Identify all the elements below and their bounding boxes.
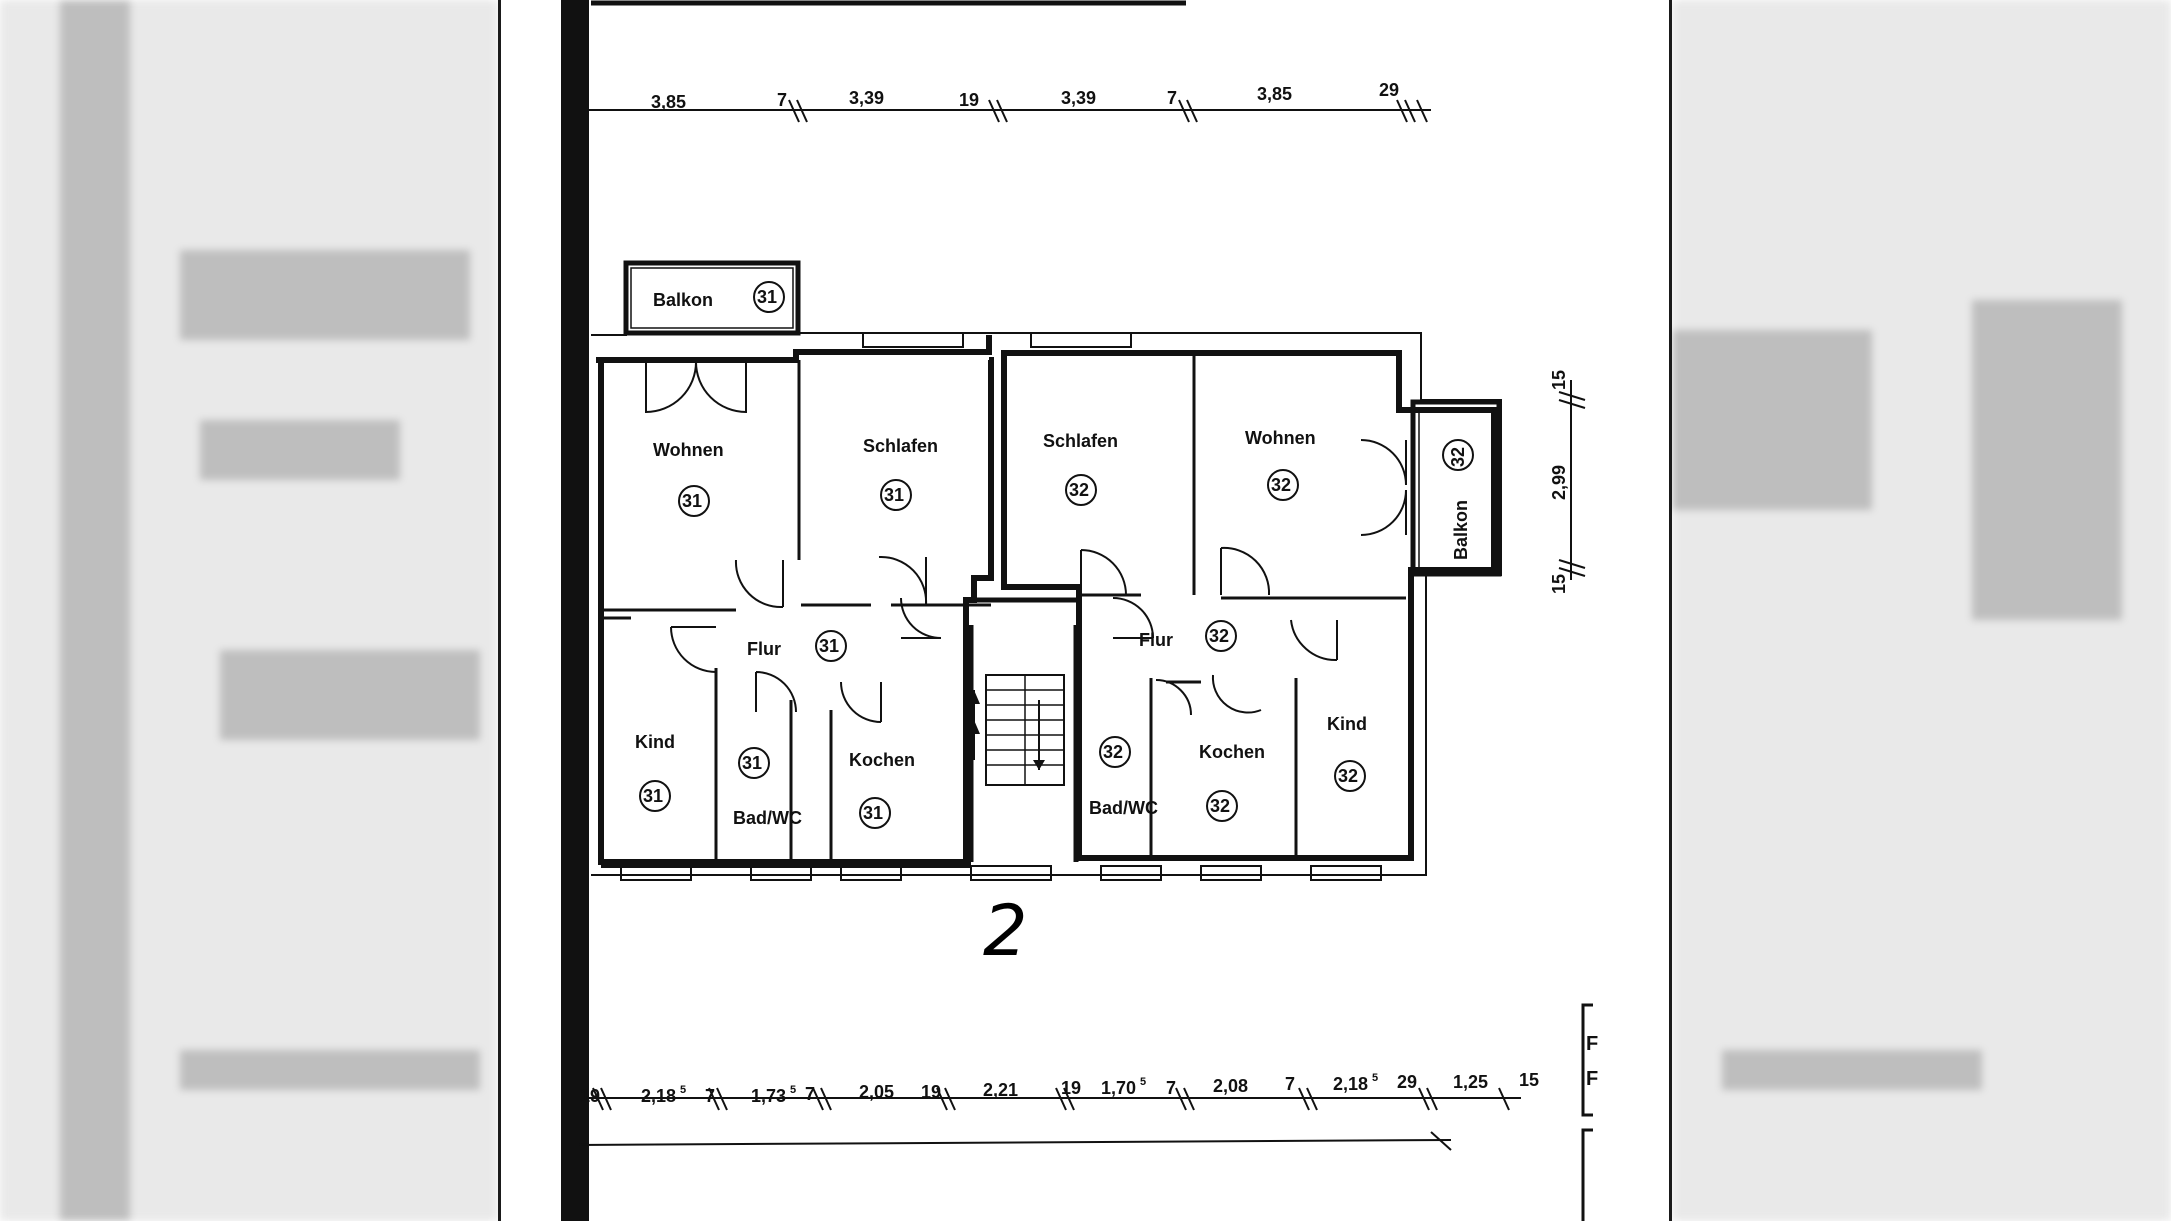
unit-number: 31: [757, 287, 777, 307]
dim-top-4: 19: [959, 90, 979, 110]
dim-bottom-6: 2,05: [859, 1082, 894, 1102]
room-label-flur-31: Flur: [747, 639, 781, 659]
unit-number: 31: [742, 753, 762, 773]
dim-bottom-3: 7: [705, 1086, 715, 1106]
dim-bottom-14: 2,18: [1333, 1074, 1368, 1094]
unit-number: 32: [1448, 447, 1468, 467]
unit-number: 32: [1209, 626, 1229, 646]
dim-bottom-2-sup: 5: [680, 1084, 686, 1096]
dim-bottom-15: 29: [1397, 1072, 1417, 1092]
room-labels: Balkon Wohnen Schlafen Flur Kind Bad/WC …: [635, 290, 1471, 828]
fragment-letter: F: [1586, 1068, 1598, 1090]
dim-bottom-2: 2,18: [641, 1086, 676, 1106]
blurred-background-left: [0, 0, 498, 1221]
dim-side-2: 2,99: [1549, 465, 1569, 500]
room-label-wohnen-31: Wohnen: [653, 440, 724, 460]
room-label-kind-31: Kind: [635, 732, 675, 752]
unit-number: 32: [1338, 766, 1358, 786]
dim-bottom-1: 19: [580, 1086, 600, 1106]
room-label-flur-32: Flur: [1139, 630, 1173, 650]
floor-plan-page: 3,85 7 3,39 19 3,39 7 3,85 29 15 2,99 15: [498, 0, 1672, 1221]
unit-number: 31: [682, 491, 702, 511]
dim-bottom-11: 7: [1166, 1078, 1176, 1098]
unit-marker: [1205, 620, 1237, 652]
dim-top-8: 29: [1379, 80, 1399, 100]
dim-top-1: 3,85: [651, 92, 686, 112]
dim-bottom-12: 2,08: [1213, 1076, 1248, 1096]
unit-marker: [1206, 790, 1238, 822]
unit-marker: [859, 797, 891, 829]
unit-number: 31: [819, 636, 839, 656]
unit-marker: [678, 485, 710, 517]
unit-marker: [1099, 736, 1131, 768]
unit-markers: [639, 281, 1474, 829]
unit-number: 32: [1103, 742, 1123, 762]
room-label-bad-32: Bad/WC: [1089, 798, 1158, 818]
dim-side-3: 15: [1549, 574, 1569, 594]
dim-bottom-5: 7: [805, 1084, 815, 1104]
cropped-title-block: F F: [1581, 1003, 1598, 1221]
room-label-kind-32: Kind: [1327, 714, 1367, 734]
unit-number: 32: [1210, 796, 1230, 816]
unit-marker: [1334, 760, 1366, 792]
interior-walls: [601, 355, 1406, 862]
room-label-wohnen-32: Wohnen: [1245, 428, 1316, 448]
dim-bottom-16: 1,25: [1453, 1072, 1488, 1092]
dim-bottom-9: 19: [1061, 1078, 1081, 1098]
dim-bottom-17: 15: [1519, 1070, 1539, 1090]
floor-number-handwritten: 2: [983, 890, 1028, 972]
dim-top-2: 7: [777, 90, 787, 110]
building-outline: [591, 260, 1502, 881]
scan-edge: [561, 0, 589, 1221]
dim-bottom-13: 7: [1285, 1074, 1295, 1094]
bottom-dimension-line: 19 2,18 5 7 1,73 5 7 2,05 19 2,21 19 1,7…: [575, 1070, 1539, 1151]
side-dimension-line: 15 2,99 15: [1549, 370, 1586, 594]
blurred-background-right: [1672, 0, 2171, 1221]
unit-number: 31: [643, 786, 663, 806]
top-dimension-line: 3,85 7 3,39 19 3,39 7 3,85 29: [589, 80, 1431, 123]
unit-marker: [738, 747, 770, 779]
room-label-schlafen-32: Schlafen: [1043, 431, 1118, 451]
unit-marker: [880, 479, 912, 511]
room-label-kochen-32: Kochen: [1199, 742, 1265, 762]
dim-bottom-10: 1,70: [1101, 1078, 1136, 1098]
door-swings: [645, 361, 1407, 723]
fragment-letter: F: [1586, 1033, 1598, 1055]
unit-number: 31: [884, 485, 904, 505]
unit-marker: [1442, 439, 1474, 471]
dim-top-7: 3,85: [1257, 84, 1292, 104]
dim-top-6: 7: [1167, 88, 1177, 108]
room-label-balkon-32: Balkon: [1451, 500, 1471, 560]
floor-plan-drawing: 3,85 7 3,39 19 3,39 7 3,85 29 15 2,99 15: [561, 0, 1598, 1221]
unit-marker: [639, 780, 671, 812]
room-label-balkon-31: Balkon: [653, 290, 713, 310]
unit-marker: [753, 281, 785, 313]
dim-bottom-7: 19: [921, 1082, 941, 1102]
dim-bottom-10-sup: 5: [1140, 1076, 1146, 1088]
unit-marker: [815, 630, 847, 662]
room-label-bad-31: Bad/WC: [733, 808, 802, 828]
unit-marker-numbers: 31 31 31 31 31 31 31 32 32 32 32 32 32 3…: [643, 287, 1468, 823]
dim-top-5: 3,39: [1061, 88, 1096, 108]
room-label-kochen-31: Kochen: [849, 750, 915, 770]
unit-marker: [1267, 469, 1299, 501]
unit-number: 32: [1069, 480, 1089, 500]
dim-top-3: 3,39: [849, 88, 884, 108]
dim-bottom-4: 1,73: [751, 1086, 786, 1106]
unit-number: 32: [1271, 475, 1291, 495]
unit-marker: [1065, 474, 1097, 506]
dim-bottom-8: 2,21: [983, 1080, 1018, 1100]
dim-bottom-14-sup: 5: [1372, 1072, 1378, 1084]
dim-side-1: 15: [1549, 370, 1569, 390]
dim-bottom-4-sup: 5: [790, 1084, 796, 1096]
unit-number: 31: [863, 803, 883, 823]
room-label-schlafen-31: Schlafen: [863, 436, 938, 456]
